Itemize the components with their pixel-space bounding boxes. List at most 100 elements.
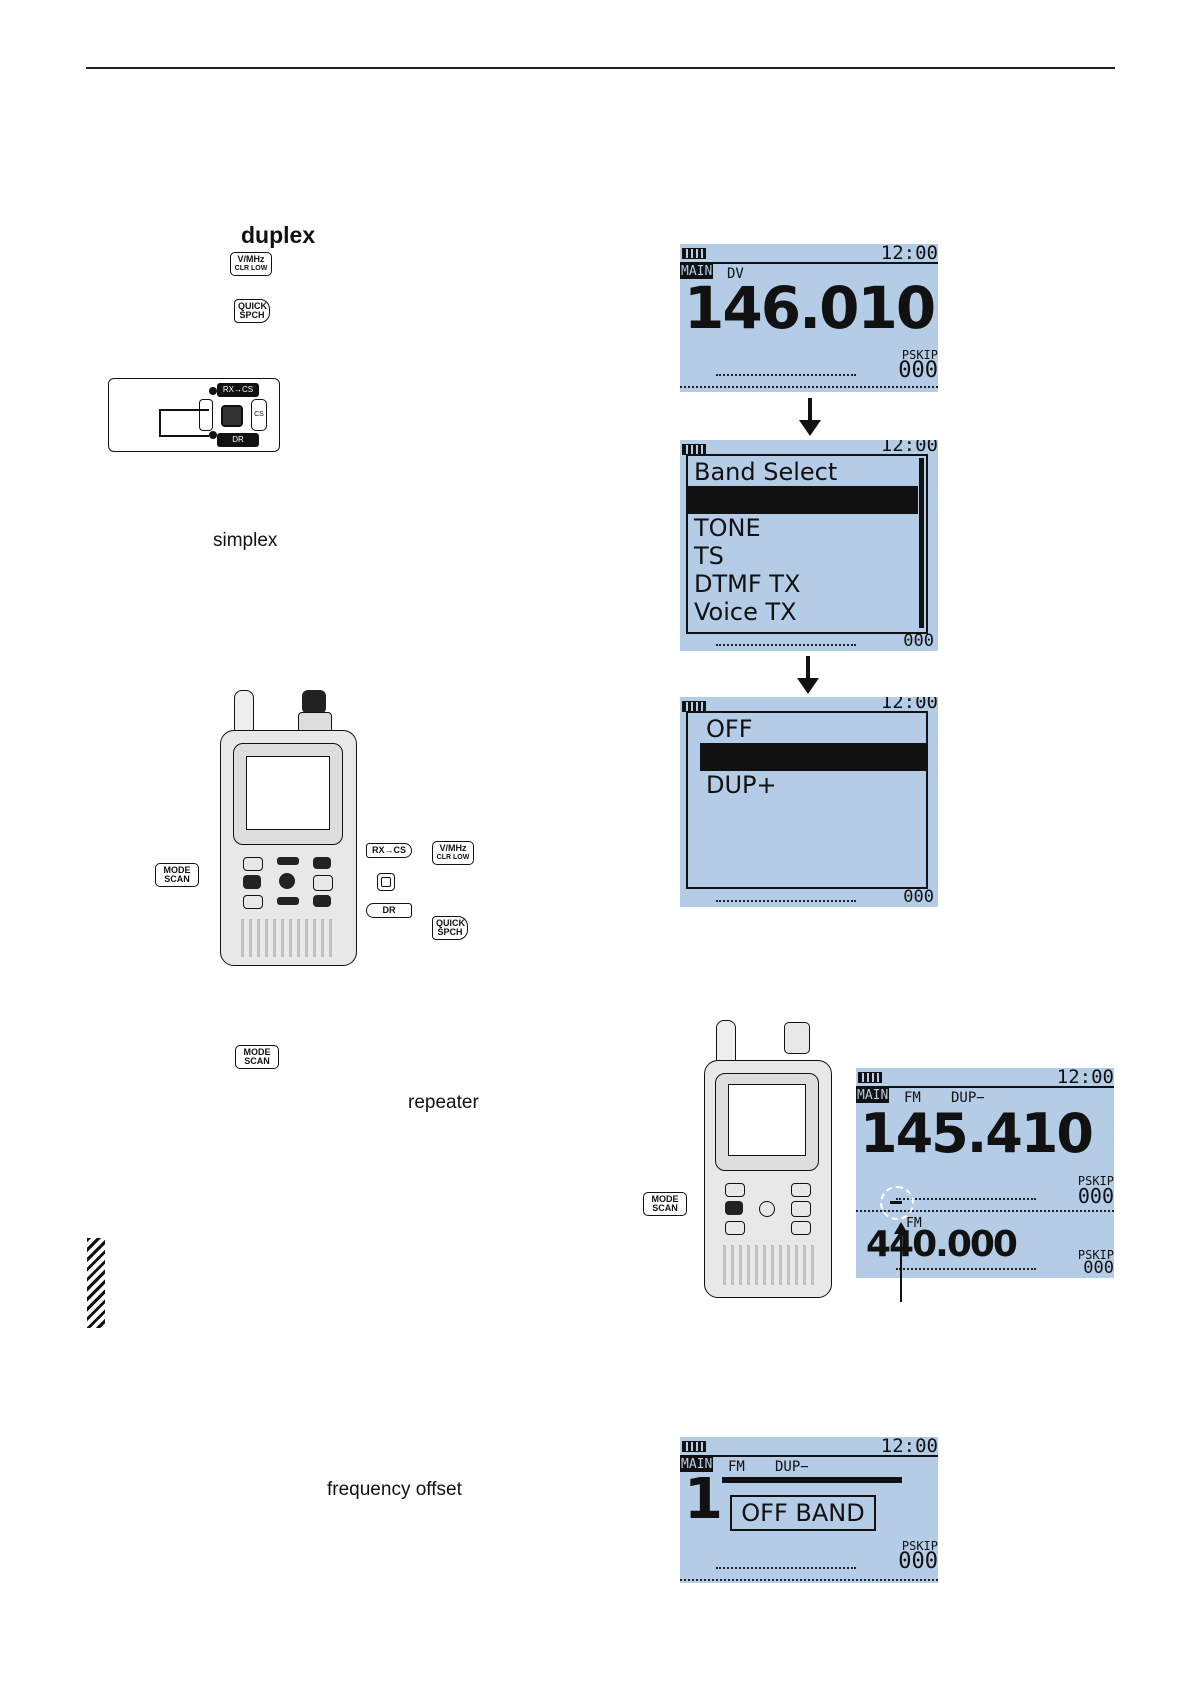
top-knob — [302, 690, 326, 714]
word-repeater: repeater — [408, 1092, 479, 1113]
clock: 12:00 — [880, 244, 938, 264]
blinking-minus-icon — [880, 1186, 914, 1220]
dr-key: DR — [217, 433, 259, 447]
battery-icon — [682, 1441, 706, 1452]
lcd-screen-dv: 12:00 MAIN DV 146.010 PSKIP 000 — [680, 244, 938, 392]
cs-key: CS — [251, 399, 267, 431]
arrow-down-icon — [797, 678, 819, 694]
mode-label: FM — [904, 1090, 921, 1106]
menu-item-voice-tx[interactable]: Voice TX — [694, 598, 797, 626]
off-band-popup: OFF BAND — [730, 1495, 876, 1531]
battery-icon — [858, 1072, 882, 1083]
arrow-down-icon — [808, 398, 812, 422]
battery-icon — [682, 248, 706, 259]
radio-key — [759, 1201, 775, 1217]
screen-bezel — [715, 1073, 819, 1171]
frequency-display: 146.010 — [684, 274, 936, 342]
lcd-off-band-screen: 12:00 MAIN FM DUP− 1 OFF BAND PSKIP 000 — [680, 1437, 938, 1583]
channel-number: 000 — [1077, 1184, 1114, 1208]
pskip-label: PSKIP — [901, 348, 938, 362]
duplex-indicator: DUP− — [775, 1459, 809, 1475]
channel-number: 000 — [898, 1549, 938, 1574]
menu-item-ts[interactable]: TS — [694, 542, 724, 570]
leader-line — [159, 409, 161, 435]
duplex-indicator: DUP− — [951, 1090, 985, 1106]
menu-item-dtmf-tx[interactable]: DTMF TX — [694, 570, 801, 598]
main-badge: MAIN — [680, 264, 714, 279]
channel-number: 000 — [903, 887, 934, 907]
radio-key — [313, 875, 333, 891]
word-frequency-offset: frequency offset — [327, 1479, 462, 1500]
arrow-down-icon — [799, 420, 821, 436]
speaker-grille — [241, 919, 335, 957]
menu-item-dup[interactable]: DUP — [688, 486, 918, 514]
scrollbar[interactable] — [919, 458, 924, 628]
rxcs-key-icon: RX→CS — [366, 843, 412, 858]
radio-screen — [728, 1084, 806, 1156]
pointer-line — [900, 1232, 902, 1302]
frequency-display: 145.410 — [860, 1102, 1094, 1165]
radio-body — [704, 1060, 832, 1298]
option-dup-plus[interactable]: DUP+ — [706, 771, 777, 799]
arrow-down-icon — [806, 656, 810, 680]
dup-option-list: OFF DUP- DUP+ — [686, 711, 928, 889]
main-badge: MAIN — [680, 1457, 714, 1472]
heading-duplex: duplex — [241, 222, 316, 248]
radio-body — [220, 730, 357, 966]
radio-key — [313, 857, 331, 869]
lcd-dup-menu-screen: 12:00 OFF DUP- DUP+ 000 — [680, 697, 938, 907]
option-dup-minus[interactable]: DUP- — [700, 743, 926, 771]
lcd-dual-band-screen: 12:00 MAIN FM DUP− 145.410 PSKIP 000 FM … — [856, 1068, 1114, 1278]
main-badge: MAIN — [856, 1088, 890, 1103]
mode-label: DV — [727, 266, 744, 282]
pointer-dot — [209, 431, 217, 439]
radio-key — [791, 1183, 811, 1197]
radio-key — [791, 1221, 811, 1235]
leader-line — [159, 435, 209, 437]
rxcs-key: RX→CS — [217, 383, 259, 397]
radio-screen — [246, 756, 330, 830]
left-key — [199, 399, 213, 431]
lcd-menu-screen: 12:00 Band Select DUP TONE TS DTMF TX Vo… — [680, 440, 938, 651]
radio-key — [725, 1201, 743, 1215]
mode-label: FM — [728, 1459, 745, 1475]
hidden-digits — [722, 1477, 902, 1505]
radio-key — [277, 897, 299, 905]
sub-pskip-label: PSKIP — [1077, 1248, 1114, 1262]
radio-key — [725, 1221, 745, 1235]
sub-mode-label: FM — [906, 1216, 922, 1231]
radio-illustration-2 — [700, 1020, 832, 1298]
center-key-icon — [377, 873, 395, 891]
channel-number: 000 — [903, 631, 934, 651]
radio-key — [791, 1201, 811, 1217]
header-rule — [86, 67, 1115, 69]
leader-line — [159, 409, 209, 411]
word-simplex: simplex — [213, 530, 278, 551]
top-knob — [784, 1022, 810, 1054]
frequency-display-partial: 1 — [684, 1467, 723, 1532]
menu-item-band-select[interactable]: Band Select — [694, 458, 838, 486]
menu-list: Band Select DUP TONE TS DTMF TX Voice TX — [686, 454, 928, 634]
clock: 12:00 — [880, 440, 938, 456]
sub-frequency-display: 440.000 — [866, 1224, 1018, 1265]
radio-key — [243, 875, 261, 889]
screen-bezel — [233, 743, 343, 845]
option-off[interactable]: OFF — [706, 715, 753, 743]
speaker-grille — [723, 1245, 815, 1285]
pskip-label: PSKIP — [1077, 1174, 1114, 1188]
center-key — [221, 405, 243, 427]
arrow-up-icon — [894, 1222, 908, 1234]
radio-key — [243, 895, 263, 909]
radio-key — [277, 857, 299, 865]
radio-key — [725, 1183, 745, 1197]
menu-item-tone[interactable]: TONE — [694, 514, 761, 542]
clock: 12:00 — [1056, 1068, 1114, 1088]
note-hatch-bar — [87, 1238, 105, 1328]
